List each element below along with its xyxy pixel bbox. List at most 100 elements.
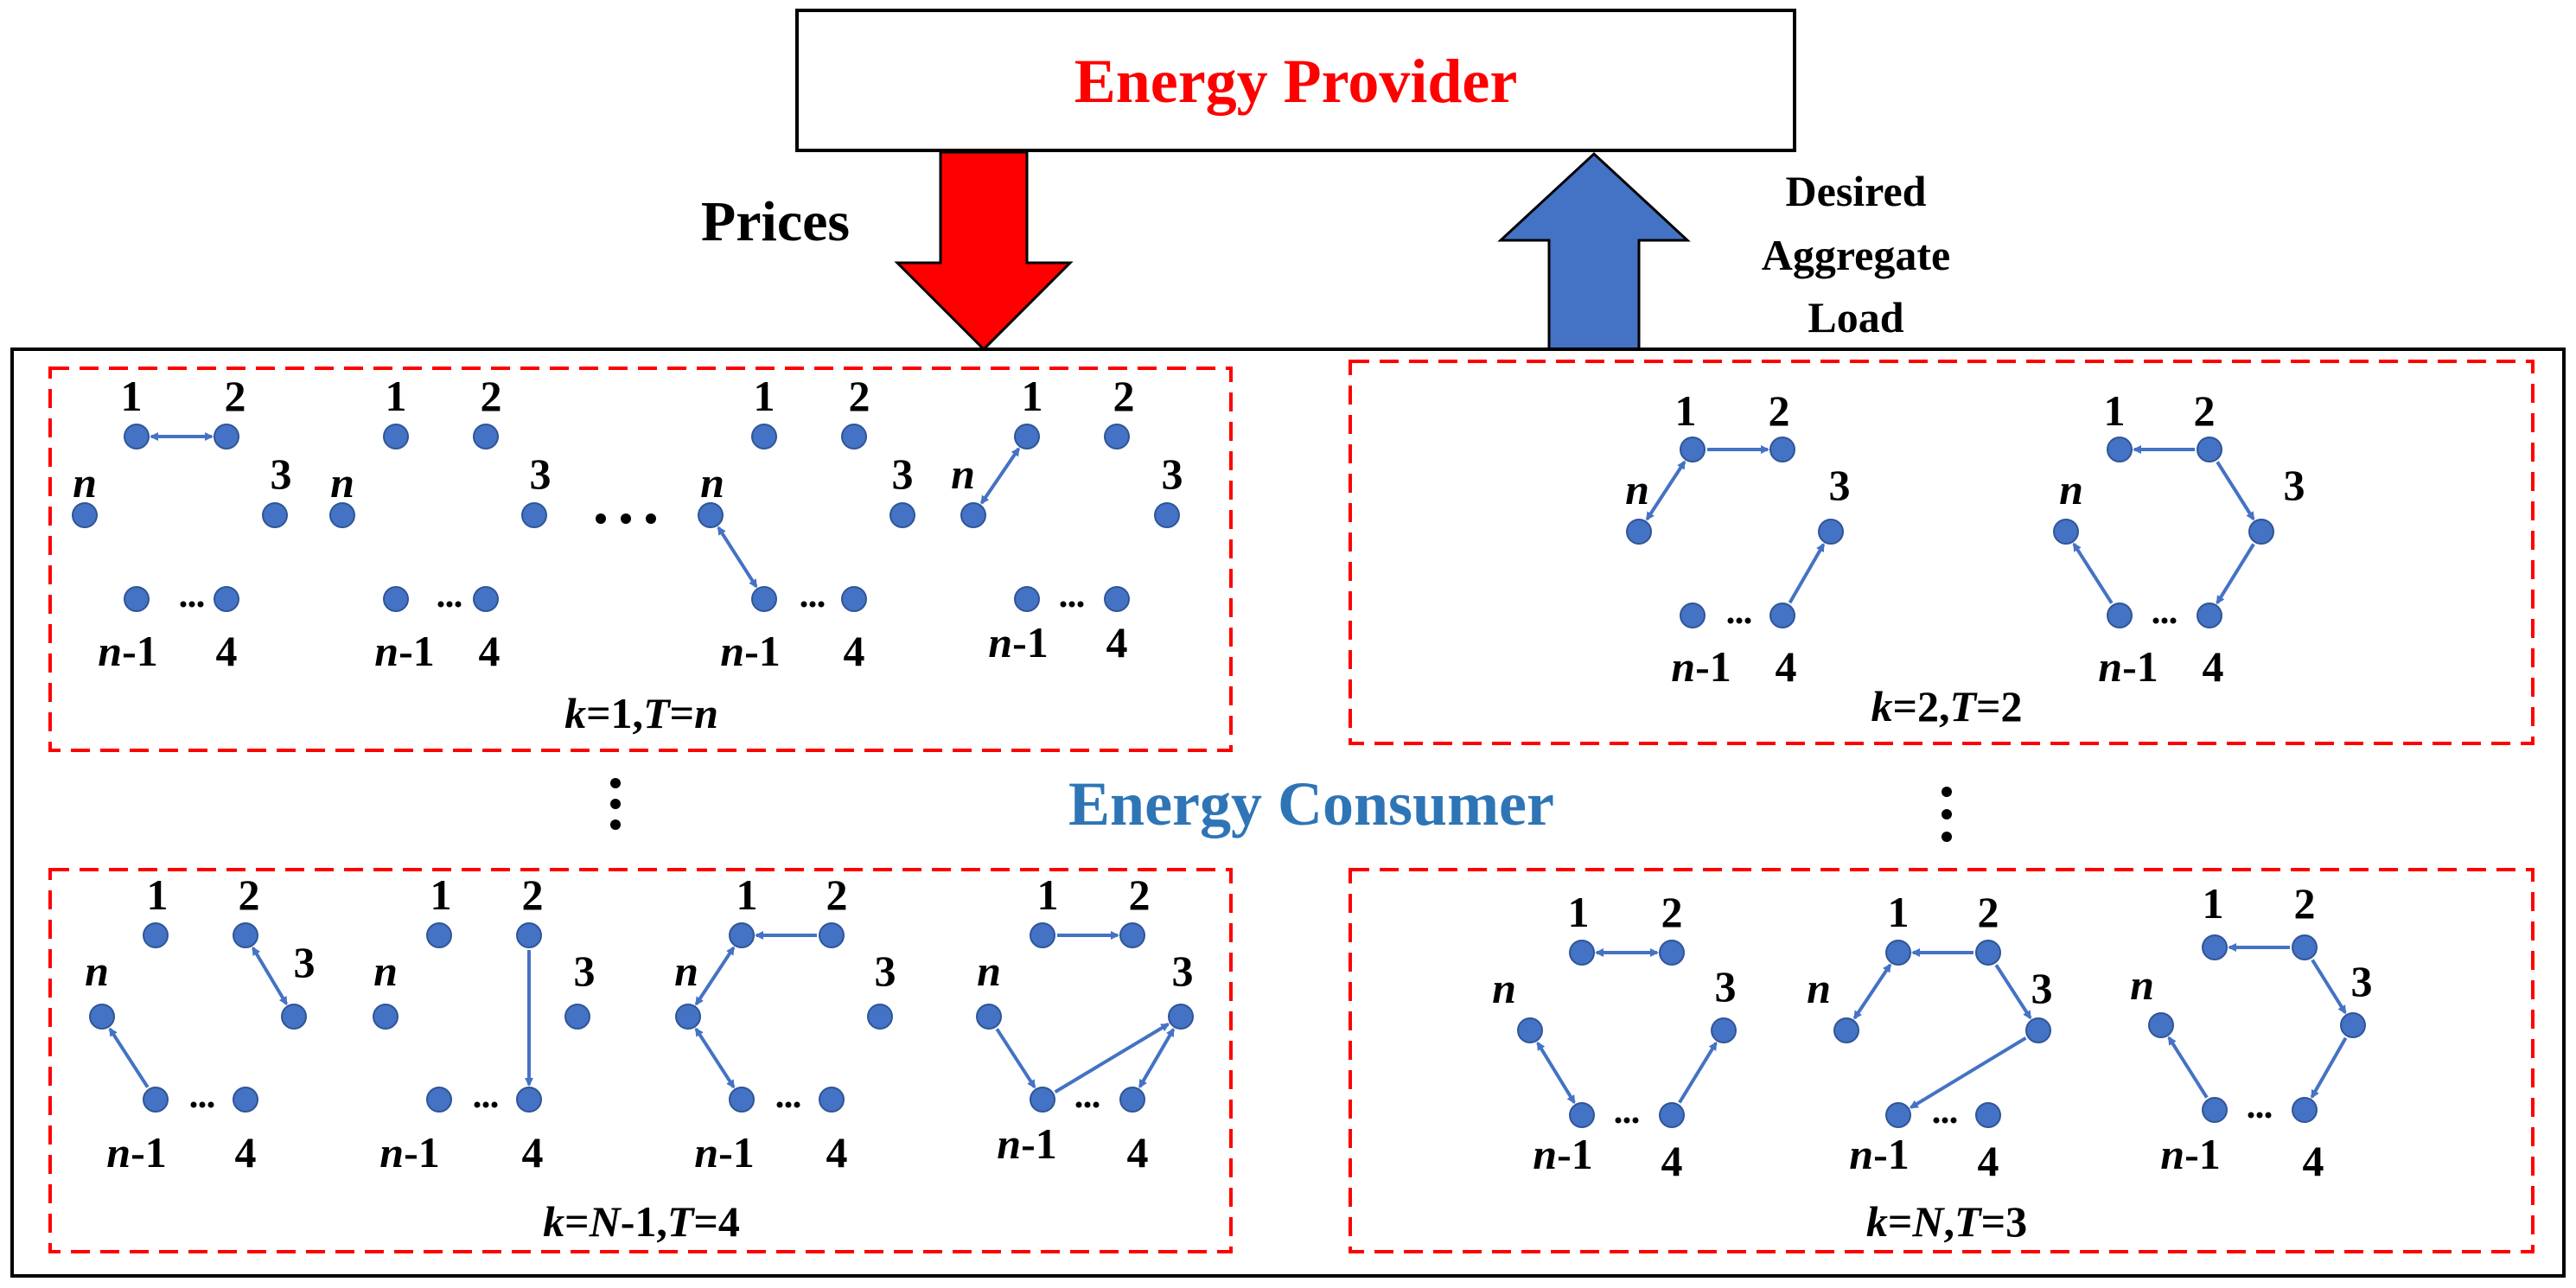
- caption-k1: k=1,T=n: [564, 689, 718, 737]
- node-g2b-n-1: [2107, 603, 2133, 628]
- node-g3c-1: [729, 922, 755, 948]
- label-g1b-1: 1: [386, 372, 407, 420]
- label-g4c-4: 4: [2303, 1137, 2324, 1185]
- node-g1a-4: [214, 586, 239, 612]
- node-g1d-1: [1014, 424, 1040, 450]
- group-box-k1: [48, 367, 1233, 752]
- label-g1a-n: n: [73, 458, 97, 507]
- label-g3d-1: 1: [1037, 870, 1059, 919]
- label-g1d-4: 4: [1106, 618, 1128, 666]
- node-g4a-n-1: [1569, 1102, 1595, 1128]
- caption-k2: k=2,T=2: [1871, 682, 2022, 730]
- label-g4c-3: 3: [2351, 957, 2373, 1005]
- label-g1a-4: 4: [216, 627, 238, 675]
- label-g3b-4: 4: [522, 1128, 544, 1176]
- node-g1b-1: [383, 424, 409, 450]
- node-g1b-n-1: [383, 586, 409, 612]
- label-g2b-3: 3: [2284, 461, 2305, 509]
- label-g4a-n: n: [1492, 964, 1516, 1012]
- prices-arrow: [894, 150, 1074, 352]
- node-g3a-n: [89, 1004, 115, 1030]
- node-g4c-3: [2340, 1012, 2366, 1038]
- node-g3c-n-1: [729, 1087, 755, 1113]
- edge-g2b-2: [2216, 543, 2255, 605]
- edge-g3d-2: [1054, 1023, 1170, 1094]
- label-g2b-2: 2: [2194, 386, 2216, 435]
- node-g3d-1: [1030, 922, 1055, 948]
- node-g2a-n-1: [1680, 603, 1706, 628]
- label-g2a-n: n: [1625, 465, 1649, 513]
- node-g3b-n: [373, 1004, 399, 1030]
- edge-g4c-3: [2167, 1036, 2209, 1099]
- node-g1a-2: [214, 424, 239, 450]
- node-g3c-3: [867, 1004, 893, 1030]
- node-g3a-4: [233, 1087, 258, 1113]
- group-box-k2: [1349, 360, 2535, 745]
- node-g4a-3: [1711, 1017, 1737, 1043]
- node-g1d-n: [960, 502, 986, 528]
- node-g1a-n-1: [124, 586, 150, 612]
- node-g1c-n: [698, 502, 724, 528]
- node-g3b-1: [426, 922, 452, 948]
- label-g4a-1: 1: [1568, 888, 1590, 936]
- node-g3a-2: [233, 922, 258, 948]
- label-g1d-1: 1: [1022, 372, 1043, 420]
- edge-g1d-0: [979, 447, 1021, 505]
- dots-g2a: [1727, 617, 1751, 624]
- label-g4a-2: 2: [1661, 888, 1683, 936]
- label-g1b-4: 4: [479, 627, 501, 675]
- node-g3a-1: [143, 922, 169, 948]
- node-g2b-1: [2107, 437, 2133, 462]
- label-g1c-4: 4: [844, 627, 865, 675]
- label-g2a-4: 4: [1776, 642, 1797, 691]
- node-g1d-3: [1154, 502, 1180, 528]
- node-g3a-n-1: [143, 1087, 169, 1113]
- label-g2a-2: 2: [1769, 386, 1790, 435]
- edge-g4a-1: [1536, 1041, 1576, 1105]
- dots-g1c: [800, 601, 825, 608]
- edge-g1c-0: [717, 526, 758, 589]
- node-g1c-n-1: [751, 586, 777, 612]
- label-g1c-1: 1: [754, 372, 775, 420]
- dots-g4a: [1615, 1117, 1639, 1124]
- edge-g2a-2: [1788, 542, 1826, 604]
- edge-g2a-1: [1645, 460, 1687, 521]
- edge-g3c-1: [694, 946, 736, 1006]
- node-g4b-n-1: [1885, 1102, 1911, 1128]
- node-g2a-2: [1769, 437, 1795, 462]
- node-g1a-n: [72, 502, 98, 528]
- dots-g2b: [2152, 617, 2177, 624]
- node-g1c-3: [889, 502, 915, 528]
- label-g3a-4: 4: [235, 1128, 257, 1176]
- node-g3d-2: [1119, 922, 1145, 948]
- label-g4b-2: 2: [1978, 888, 1999, 936]
- node-g3c-n: [675, 1004, 701, 1030]
- label-g1c-2: 2: [849, 372, 870, 420]
- node-g2a-1: [1680, 437, 1706, 462]
- node-g3b-4: [516, 1087, 542, 1113]
- node-g4c-4: [2292, 1097, 2318, 1123]
- label-g2a-3: 3: [1829, 461, 1851, 509]
- dots-g3d: [1075, 1101, 1100, 1108]
- edge-g3d-3: [1138, 1027, 1176, 1089]
- label-g1b-2: 2: [481, 372, 502, 420]
- node-g1c-1: [751, 424, 777, 450]
- label-g4b-4: 4: [1978, 1137, 1999, 1185]
- desired-load-arrow: [1497, 151, 1691, 351]
- edge-g4c-1: [2311, 959, 2347, 1015]
- label-g2a-n-1: n-1: [1671, 642, 1731, 691]
- node-g3b-2: [516, 922, 542, 948]
- edge-g2b-1: [2216, 461, 2255, 521]
- dots-g3a: [190, 1101, 214, 1108]
- label-g4a-4: 4: [1661, 1137, 1683, 1185]
- label-g3c-n-1: n-1: [694, 1128, 754, 1176]
- label-g1b-3: 3: [530, 450, 552, 498]
- caption-kN: k=N,T=3: [1866, 1197, 2027, 1246]
- label-g3c-4: 4: [826, 1128, 848, 1176]
